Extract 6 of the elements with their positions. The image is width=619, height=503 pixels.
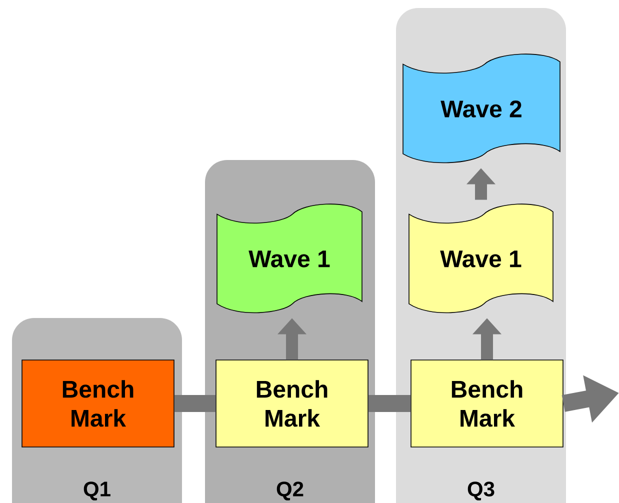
document-banner: Wave 1 [408,204,554,314]
document-banner: Wave 2 [402,54,560,164]
process-box: Bench Mark [22,360,174,448]
process-box: Bench Mark [216,360,368,448]
document-banner: Wave 1 [216,204,362,314]
process-box: Bench Mark [410,360,564,448]
